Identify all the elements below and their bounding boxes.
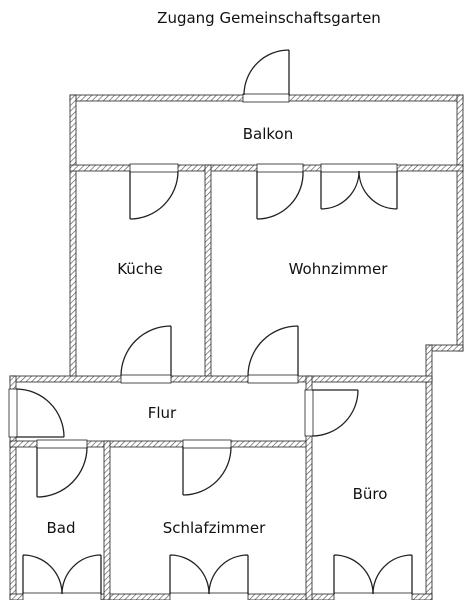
room-label-flur: Flur	[148, 404, 177, 422]
door-bad-double-left	[22, 554, 63, 595]
door-schlafzimmer-double-right	[208, 554, 249, 595]
wall-flur-top	[9, 375, 433, 383]
door-wohnzimmer-flur	[247, 325, 299, 377]
door-kueche-flur	[120, 325, 172, 377]
opening-flur-left	[8, 388, 18, 438]
doors	[15, 49, 413, 595]
title-label: Zugang Gemeinschaftsgarten	[157, 9, 381, 27]
room-label-kueche: Küche	[117, 260, 163, 278]
opening-garden	[242, 93, 290, 103]
door-buero-double-left	[333, 554, 374, 595]
door-wohnzimmer-double-right	[358, 170, 398, 210]
wall-right-upper	[456, 94, 464, 352]
door-schlafzimmer	[182, 446, 232, 496]
opening-buero-flur	[304, 389, 314, 437]
door-buero-double-right	[372, 554, 413, 595]
door-wohnzimmer-double-left	[320, 170, 360, 210]
room-label-schlafzimmer: Schlafzimmer	[163, 519, 266, 537]
opening-kueche-flur	[120, 374, 172, 384]
door-garden	[243, 49, 290, 96]
door-wohnzimmer-balkon	[256, 170, 304, 220]
door-bad-double-right	[61, 554, 102, 595]
opening-wohnzimmer-flur	[247, 374, 299, 384]
door-flur-left	[15, 388, 65, 438]
door-schlafzimmer-double-left	[169, 554, 210, 595]
wall-left-lower	[9, 375, 17, 600]
door-bad	[36, 446, 88, 498]
opening-bad-flur	[36, 439, 88, 449]
wall-bad-schlafzimmer	[103, 440, 111, 600]
wall-left-upper	[69, 94, 77, 380]
room-label-wohnzimmer: Wohnzimmer	[289, 260, 389, 278]
door-buero	[311, 389, 359, 437]
room-label-buero: Büro	[353, 485, 388, 503]
wall-kueche-wohnzimmer	[204, 164, 212, 380]
opening-bad-window	[22, 592, 102, 600]
opening-schlafzimmer-window	[169, 592, 249, 600]
opening-schlafzimmer-flur	[182, 439, 232, 449]
opening-wohnzimmer-balkon-1	[256, 163, 304, 173]
room-label-bad: Bad	[46, 519, 75, 537]
opening-kueche-balkon	[129, 163, 179, 173]
wall-step-vertical	[425, 344, 433, 600]
room-label-balkon: Balkon	[243, 125, 294, 143]
opening-buero-window	[333, 592, 413, 600]
opening-wohnzimmer-balkon-2	[320, 163, 398, 173]
wall-flur-buero	[305, 375, 313, 600]
door-kueche-balkon	[129, 170, 179, 220]
